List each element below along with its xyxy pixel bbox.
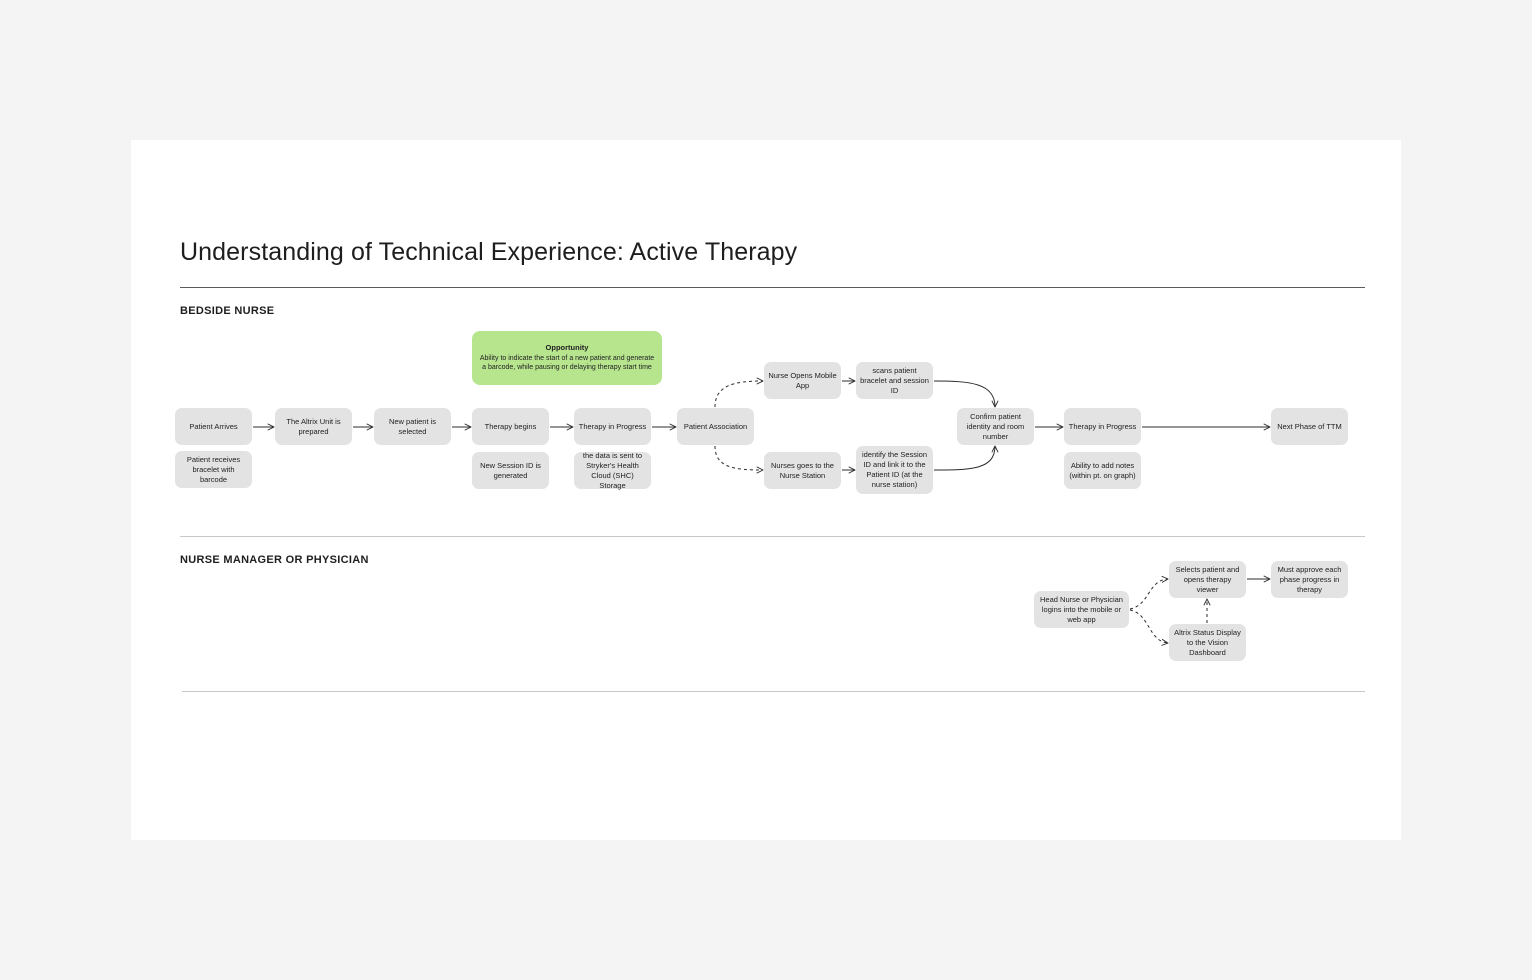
node-scans-bracelet: scans patient bracelet and session ID bbox=[856, 362, 933, 399]
opportunity-title: Opportunity bbox=[545, 343, 589, 353]
arrow-head-to-selects bbox=[1129, 579, 1168, 610]
node-therapy-begins: Therapy begins bbox=[472, 408, 549, 445]
node-approve-phase: Must approve each phase progress in ther… bbox=[1271, 561, 1348, 598]
page-title: Understanding of Technical Experience: A… bbox=[180, 238, 798, 266]
node-therapy-progress-2: Therapy in Progress bbox=[1064, 408, 1141, 445]
arrow-head-to-status bbox=[1129, 609, 1168, 643]
node-nurse-station: Nurses goes to the Nurse Station bbox=[764, 452, 841, 489]
node-data-sent: the data is sent to Stryker's Health Clo… bbox=[574, 451, 651, 490]
node-therapy-progress-1: Therapy in Progress bbox=[574, 408, 651, 445]
node-session-id: New Session ID is generated bbox=[472, 452, 549, 489]
node-confirm-identity: Confirm patient identity and room number bbox=[957, 408, 1034, 445]
node-identify-session: identify the Session ID and link it to t… bbox=[856, 446, 933, 494]
arrow-association-to-station bbox=[714, 445, 763, 470]
node-altrix-prepared: The Altrix Unit is prepared bbox=[275, 408, 352, 445]
node-patient-bracelet: Patient receives bracelet with barcode bbox=[175, 451, 252, 488]
node-add-notes: Ability to add notes (within pt. on grap… bbox=[1064, 452, 1141, 489]
node-status-display: Altrix Status Display to the Vision Dash… bbox=[1169, 624, 1246, 661]
opportunity-text: Ability to indicate the start of a new p… bbox=[479, 354, 655, 372]
node-head-nurse: Head Nurse or Physician logins into the … bbox=[1034, 591, 1129, 628]
title-divider bbox=[180, 287, 1365, 288]
lane-divider bbox=[180, 536, 1365, 537]
bottom-divider bbox=[182, 691, 1365, 692]
node-nurse-mobile: Nurse Opens Mobile App bbox=[764, 362, 841, 399]
node-patient-arrives: Patient Arrives bbox=[175, 408, 252, 445]
opportunity-callout: Opportunity Ability to indicate the star… bbox=[472, 331, 662, 385]
canvas-card bbox=[131, 140, 1401, 840]
node-selects-patient: Selects patient and opens therapy viewer bbox=[1169, 561, 1246, 598]
section-label-nurse-manager: NURSE MANAGER OR PHYSICIAN bbox=[180, 554, 369, 566]
arrow-scans-to-confirm bbox=[933, 380, 995, 407]
arrow-association-to-mobile bbox=[714, 381, 763, 408]
section-label-bedside-nurse: BEDSIDE NURSE bbox=[180, 305, 275, 317]
node-next-phase: Next Phase of TTM bbox=[1271, 408, 1348, 445]
node-new-patient: New patient is selected bbox=[374, 408, 451, 445]
node-patient-association: Patient Association bbox=[677, 408, 754, 445]
arrow-identify-to-confirm bbox=[933, 446, 995, 471]
